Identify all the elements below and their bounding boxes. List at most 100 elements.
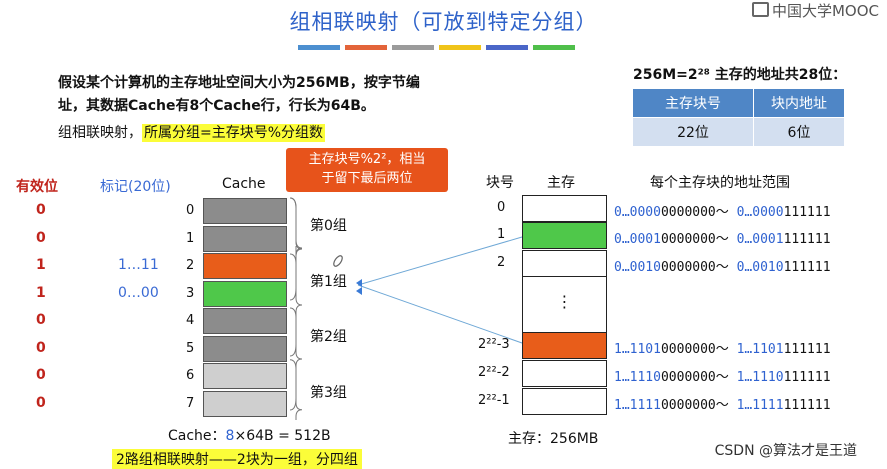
range-segment: 0000000 xyxy=(660,398,716,413)
cache-line-4 xyxy=(203,308,287,334)
range-segment: 111111 xyxy=(783,205,831,220)
cache-line-3 xyxy=(203,280,287,307)
problem-statement: 假设某个计算机的主存地址空间大小为256MB，按字节编 址，其数据Cache有8… xyxy=(58,72,618,118)
title-stripe-3 xyxy=(439,45,481,50)
address-value-offset: 6位 xyxy=(753,117,845,147)
callout-line-1: 主存块号%2²，相当 xyxy=(308,152,426,167)
cache-line-index-4: 4 xyxy=(186,313,195,328)
address-table-value-row: 22位 6位 xyxy=(632,117,845,147)
range-segment: ～ xyxy=(715,398,737,413)
range-segment: 1…1101 xyxy=(736,342,784,357)
cache-line-1 xyxy=(203,225,287,252)
mapping-line-to-block-1 xyxy=(357,236,523,286)
mapping-rule: 组相联映射，所属分组=主存块号%分组数 xyxy=(58,122,326,142)
title-stripe-2 xyxy=(392,45,434,50)
memory-size-label: 主存：256MB xyxy=(508,431,599,447)
callout-line-2: 于留下最后两位 xyxy=(321,171,413,186)
range-segment: 0…0000 xyxy=(614,205,661,220)
tag-header: 标记(20位) xyxy=(100,179,171,195)
memory-block-range-3: 1…11010000000～ 1…1101111111 xyxy=(614,338,831,357)
range-segment: 111111 xyxy=(783,260,831,275)
cache-line-index-7: 7 xyxy=(186,395,195,411)
valid-bit-6: 0 xyxy=(36,367,46,383)
valid-bit-5: 0 xyxy=(36,339,46,356)
memory-block-3 xyxy=(522,332,607,359)
valid-bit-1: 0 xyxy=(36,229,46,246)
address-header-offset: 块内地址 xyxy=(753,88,845,118)
valid-bit-2: 1 xyxy=(36,257,46,273)
memory-block-range-5: 1…11110000000～ 1…1111111111 xyxy=(614,394,831,413)
cache-line-index-2: 2 xyxy=(186,258,195,273)
cache-size-prefix: Cache： xyxy=(168,428,226,444)
cache-line-6 xyxy=(203,363,287,389)
memory-header: 主存 xyxy=(547,175,575,191)
memory-block-5 xyxy=(522,388,607,415)
memory-block-label-2: 2 xyxy=(497,255,506,270)
cache-line-index-6: 6 xyxy=(186,368,195,383)
range-segment: 1…1101 xyxy=(614,342,661,357)
range-segment: 1…1111 xyxy=(736,398,784,413)
cache-line-2 xyxy=(203,253,287,279)
page-title: 组相联映射（可放到特定分组） xyxy=(289,10,598,34)
range-segment: 0…0001 xyxy=(736,232,784,247)
range-segment: 1…1110 xyxy=(614,370,661,385)
tag-value-2: 1…11 xyxy=(118,257,159,273)
range-segment: 0000000 xyxy=(660,342,716,357)
title-stripe-1 xyxy=(345,45,387,50)
mooc-logo-icon xyxy=(751,2,769,17)
memory-ellipsis: ⋮ xyxy=(522,277,607,332)
range-segment: 1…1110 xyxy=(736,370,784,385)
memory-block-2 xyxy=(522,250,607,277)
memory-block-label-3: 2²²-3 xyxy=(478,337,510,352)
problem-line-1: 假设某个计算机的主存地址空间大小为256MB，按字节编 xyxy=(58,75,420,91)
cache-line-index-3: 3 xyxy=(186,285,195,301)
valid-bit-4: 0 xyxy=(36,312,46,328)
range-segment: ～ xyxy=(715,370,737,385)
block-number-header: 块号 xyxy=(486,175,514,191)
cache-line-0 xyxy=(203,198,287,224)
cache-size-count: 8 xyxy=(225,428,235,444)
memory-block-range-2: 0…00100000000～ 0…0010111111 xyxy=(614,256,831,275)
memory-block-range-4: 1…11100000000～ 1…1110111111 xyxy=(614,366,831,385)
range-segment: 0000000 xyxy=(660,232,716,247)
title-stripe-5 xyxy=(533,45,575,50)
mapping-arrow-up-icon xyxy=(356,279,362,287)
mapping-prefix: 组相联映射， xyxy=(58,125,142,141)
memory-block-range-0: 0…00000000000～ 0…0000111111 xyxy=(614,201,831,220)
mapping-highlight: 所属分组=主存块号%分组数 xyxy=(142,124,326,142)
mooc-logo: 中国大学MOOC xyxy=(751,0,879,21)
valid-bit-header: 有效位 xyxy=(16,179,58,195)
range-segment: 0…0000 xyxy=(736,205,784,220)
mapping-line-to-block-n3 xyxy=(357,284,523,344)
valid-bit-7: 0 xyxy=(36,394,46,411)
range-segment: 0000000 xyxy=(660,205,716,220)
range-segment: 0000000 xyxy=(660,260,716,275)
group-label-0: 第0组 xyxy=(310,218,347,234)
address-value-block-no: 22位 xyxy=(632,117,754,147)
cache-header: Cache xyxy=(222,176,266,192)
brace-group-3 xyxy=(289,359,303,420)
problem-line-2: 址，其数据Cache有8个Cache行，行长为64B。 xyxy=(58,98,375,114)
range-segment: 111111 xyxy=(783,342,831,357)
footer-highlight: 2路组相联映射——2块为一组，分四组 xyxy=(112,449,362,469)
range-segment: 111111 xyxy=(783,370,831,385)
modulo-callout: 主存块号%2²，相当 于留下最后两位 xyxy=(286,148,448,192)
cache-size-label: Cache：8×64B = 512B xyxy=(168,425,331,445)
cache-line-7 xyxy=(203,390,287,417)
memory-block-1 xyxy=(522,222,607,249)
range-segment: ～ xyxy=(715,260,737,275)
range-segment: 0…0010 xyxy=(736,260,784,275)
title-stripe-0 xyxy=(298,45,340,50)
range-segment: ～ xyxy=(715,232,737,247)
cache-line-index-1: 1 xyxy=(186,230,195,246)
memory-block-label-5: 2²²-1 xyxy=(478,393,510,408)
range-segment: 0…0001 xyxy=(614,232,661,247)
group-label-2: 第2组 xyxy=(310,329,347,345)
valid-bit-0: 0 xyxy=(36,202,46,218)
mapping-lines xyxy=(356,236,523,344)
range-segment: ～ xyxy=(715,205,737,220)
csdn-watermark: CSDN @算法才是王道 xyxy=(714,443,857,459)
mooc-logo-text: 中国大学MOOC xyxy=(771,2,879,20)
mapping-arrow-down-icon xyxy=(356,287,362,295)
address-split-table: 主存块号 块内地址 22位 6位 xyxy=(632,88,845,147)
